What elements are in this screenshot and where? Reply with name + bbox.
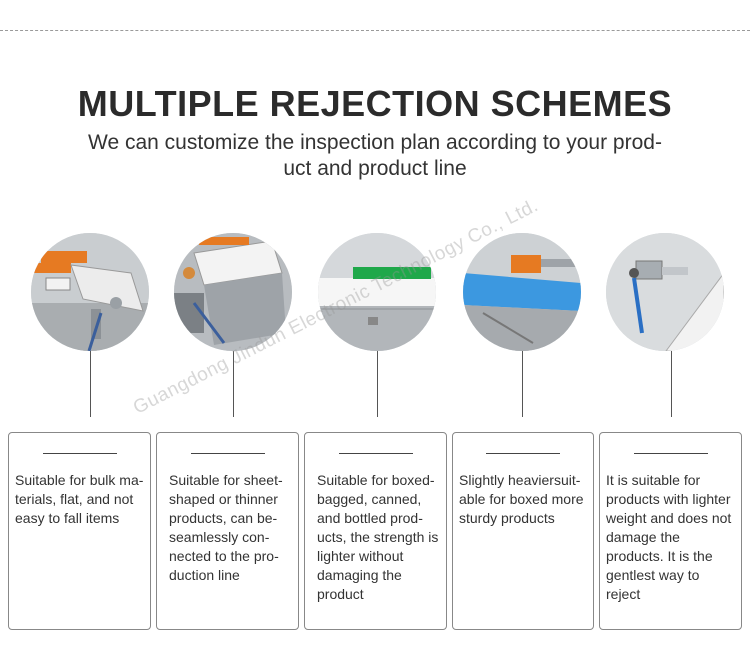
page-title: MULTIPLE REJECTION SCHEMES: [77, 83, 673, 124]
card-divider: [338, 453, 413, 454]
connector-line-5: [671, 351, 672, 417]
description-card: It is suitable for products with lighter…: [599, 432, 742, 630]
card-description: Slightly heaviersuit-able for boxed more…: [459, 472, 584, 526]
card-divider: [190, 453, 265, 454]
description-card: Suitable for boxed-bagged, canned, and b…: [304, 432, 447, 630]
subtitle-line-1: We can customize the inspection plan acc…: [88, 131, 662, 154]
connector-line-2: [233, 351, 234, 417]
card-divider: [486, 453, 560, 454]
card-description: Suitable for boxed-bagged, canned, and b…: [317, 472, 439, 602]
product-image-air-blast: [31, 233, 149, 351]
card-description: Suitable for bulk ma-terials, flat, and …: [15, 472, 144, 526]
product-image-push-rod: [463, 233, 581, 351]
card-description: Suitable for sheet-shaped or thinner pro…: [169, 472, 283, 583]
connector-line-3: [377, 351, 378, 417]
card-divider: [633, 453, 708, 454]
top-dashed-divider: [0, 30, 750, 31]
description-card: Suitable for sheet-shaped or thinner pro…: [156, 432, 299, 630]
card-description: It is suitable for products with lighter…: [606, 472, 732, 602]
product-image-air-jet: [606, 233, 724, 351]
description-card: Suitable for bulk ma-terials, flat, and …: [8, 432, 151, 630]
subtitle-line-2: uct and product line: [283, 157, 467, 180]
page-subtitle: We can customize the inspection plan acc…: [40, 130, 710, 182]
product-image-pusher-arm: [318, 233, 436, 351]
description-card: Slightly heaviersuit-able for boxed more…: [452, 432, 594, 630]
product-image-drop-flap: [174, 233, 292, 351]
card-divider: [42, 453, 117, 454]
connector-line-1: [90, 351, 91, 417]
connector-line-4: [522, 351, 523, 417]
